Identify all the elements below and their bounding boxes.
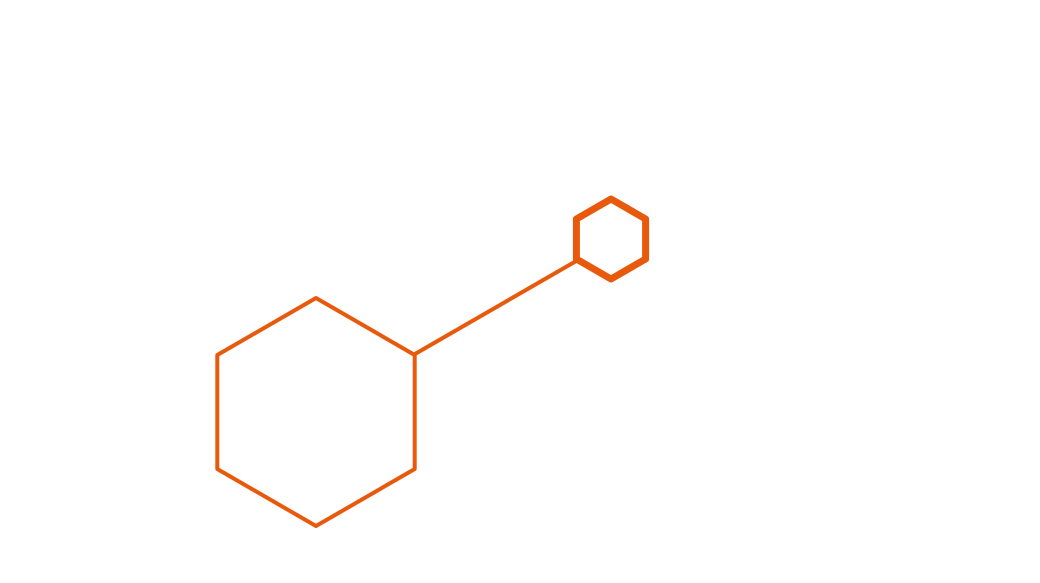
small-hexagon (572, 195, 650, 283)
connector-line (413, 258, 580, 356)
large-hexagon (215, 296, 417, 528)
